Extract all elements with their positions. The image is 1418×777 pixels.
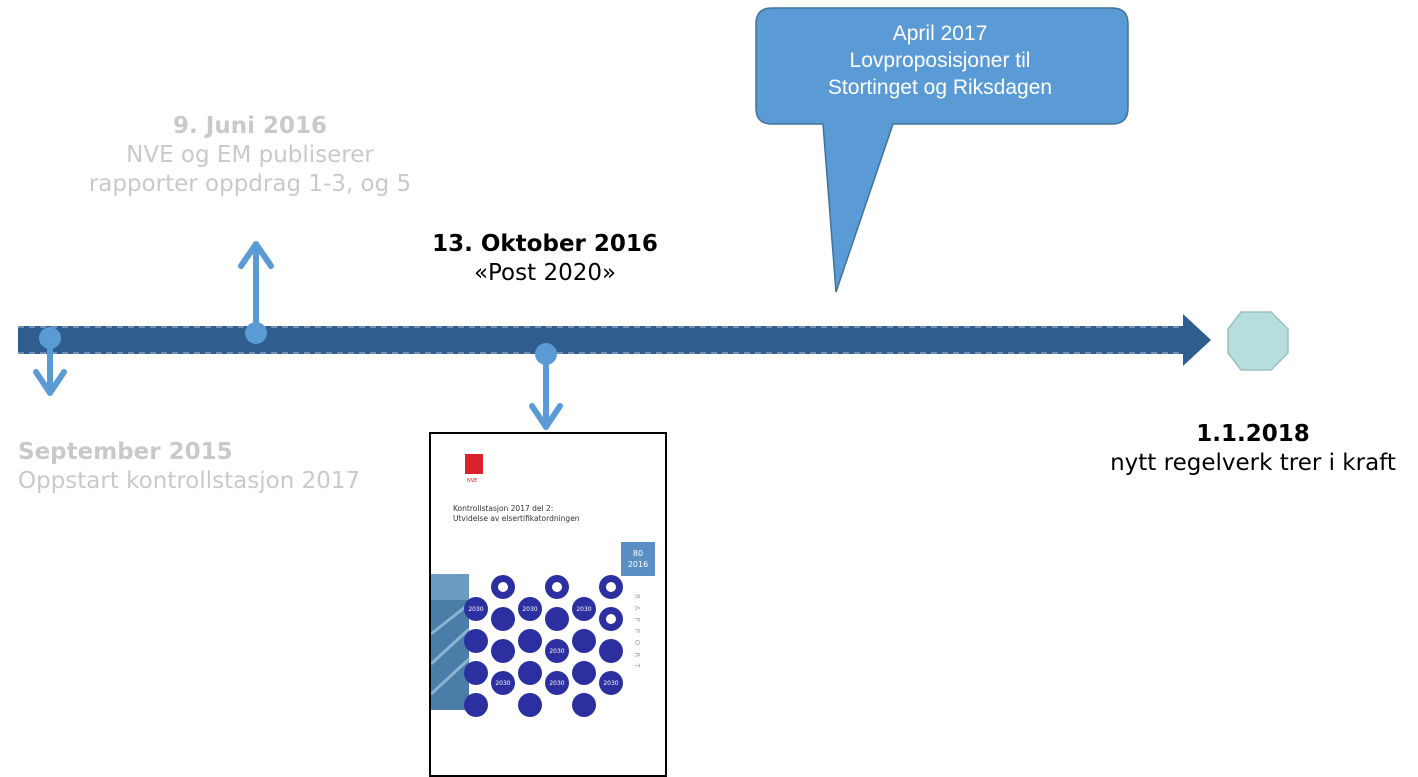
callout-line-3: Stortinget og Riksdagen xyxy=(827,76,1053,99)
report-number-box xyxy=(621,542,655,576)
report-number-1: 80 xyxy=(633,549,643,558)
milestone-text: rapporter oppdrag 1-3, og 5 xyxy=(88,171,412,197)
wave-icon xyxy=(572,629,596,653)
leaf-icon xyxy=(518,661,542,685)
callout-text: April 2017 Lovproposisjoner til Storting… xyxy=(760,20,1120,101)
report-photo-line xyxy=(431,627,471,666)
timeline-arrowhead xyxy=(1183,314,1211,366)
report-cover: NVE Kontrollstasjon 2017 del 2: Utvidels… xyxy=(429,432,667,777)
callout-line-1: April 2017 xyxy=(892,22,988,45)
milestone-juni-2016-label: 9. Juni 2016 NVE og EM publiserer rappor… xyxy=(40,112,460,199)
wind-turbine-icon xyxy=(572,693,596,717)
wave-icon xyxy=(491,607,515,631)
icon-2030 xyxy=(572,597,596,621)
leaf-icon xyxy=(572,661,596,685)
end-marker-octagon xyxy=(1227,311,1289,371)
milestone-date: 13. Oktober 2016 xyxy=(432,231,658,257)
icon-2030-label: 2030 xyxy=(495,680,510,687)
leaf-icon xyxy=(599,639,623,663)
report-photo-line xyxy=(431,657,471,696)
milestone-date: 1.1.2018 xyxy=(1196,421,1310,447)
report-title-line-2: Utvidelse av elsertifikatordningen xyxy=(453,514,580,523)
icon-2030 xyxy=(464,597,488,621)
icon-2030 xyxy=(518,597,542,621)
report-icon-details xyxy=(498,582,616,624)
icon-2030 xyxy=(545,671,569,695)
callout-line-2: Lovproposisjoner til xyxy=(849,49,1031,72)
icon-2030 xyxy=(599,671,623,695)
wind-turbine-icon xyxy=(518,693,542,717)
milestone-date: 9. Juni 2016 xyxy=(173,113,327,139)
icon-2030-label: 2030 xyxy=(603,680,618,687)
report-vertical-label: RAPPORT xyxy=(633,594,641,675)
icon-2030-label: 2030 xyxy=(576,606,591,613)
milestone-september-2015-label: September 2015 Oppstart kontrollstasjon … xyxy=(18,438,360,496)
milestone-date: September 2015 xyxy=(18,439,233,465)
icon-2030-label: 2030 xyxy=(549,648,564,655)
icon-2030-label: 2030 xyxy=(468,606,483,613)
leaf-icon xyxy=(464,661,488,685)
wave-icon xyxy=(545,607,569,631)
icon-2030 xyxy=(491,671,515,695)
report-icon-labels: 2030 2030 2030 2030 2030 2030 2030 xyxy=(468,606,618,687)
callout-bubble xyxy=(755,7,1129,293)
milestone-juni-2016-marker xyxy=(238,241,274,344)
report-number-2: 2016 xyxy=(628,560,648,569)
report-title-line-1: Kontrollstasjon 2017 del 2: xyxy=(453,504,553,513)
milestone-september-2015-marker xyxy=(33,327,67,396)
milestone-text: «Post 2020» xyxy=(473,260,617,286)
milestone-oktober-2016-marker xyxy=(529,343,563,430)
wind-turbine-icon xyxy=(464,693,488,717)
report-cover-art: NVE Kontrollstasjon 2017 del 2: Utvidels… xyxy=(431,454,655,717)
milestone-oktober-2016-label: 13. Oktober 2016 «Post 2020» xyxy=(380,230,710,288)
wave-icon xyxy=(518,629,542,653)
milestone-text: nytt regelverk trer i kraft xyxy=(1110,450,1396,476)
icon-2030-label: 2030 xyxy=(549,680,564,687)
icon-2030-label: 2030 xyxy=(522,606,537,613)
leaf-icon xyxy=(491,639,515,663)
timeline-bar xyxy=(18,326,1190,354)
nve-logo-icon xyxy=(465,454,483,474)
milestone-text: NVE og EM publiserer xyxy=(126,142,374,168)
icon-2030 xyxy=(545,639,569,663)
report-photo-line xyxy=(431,602,470,636)
report-icon-grid xyxy=(464,575,623,717)
wave-icon xyxy=(464,629,488,653)
nve-logo-text: NVE xyxy=(467,478,477,484)
report-photo-strip-top xyxy=(431,574,469,600)
milestone-text: Oppstart kontrollstasjon 2017 xyxy=(18,468,361,494)
milestone-2018-label: 1.1.2018 nytt regelverk trer i kraft xyxy=(1090,420,1416,478)
